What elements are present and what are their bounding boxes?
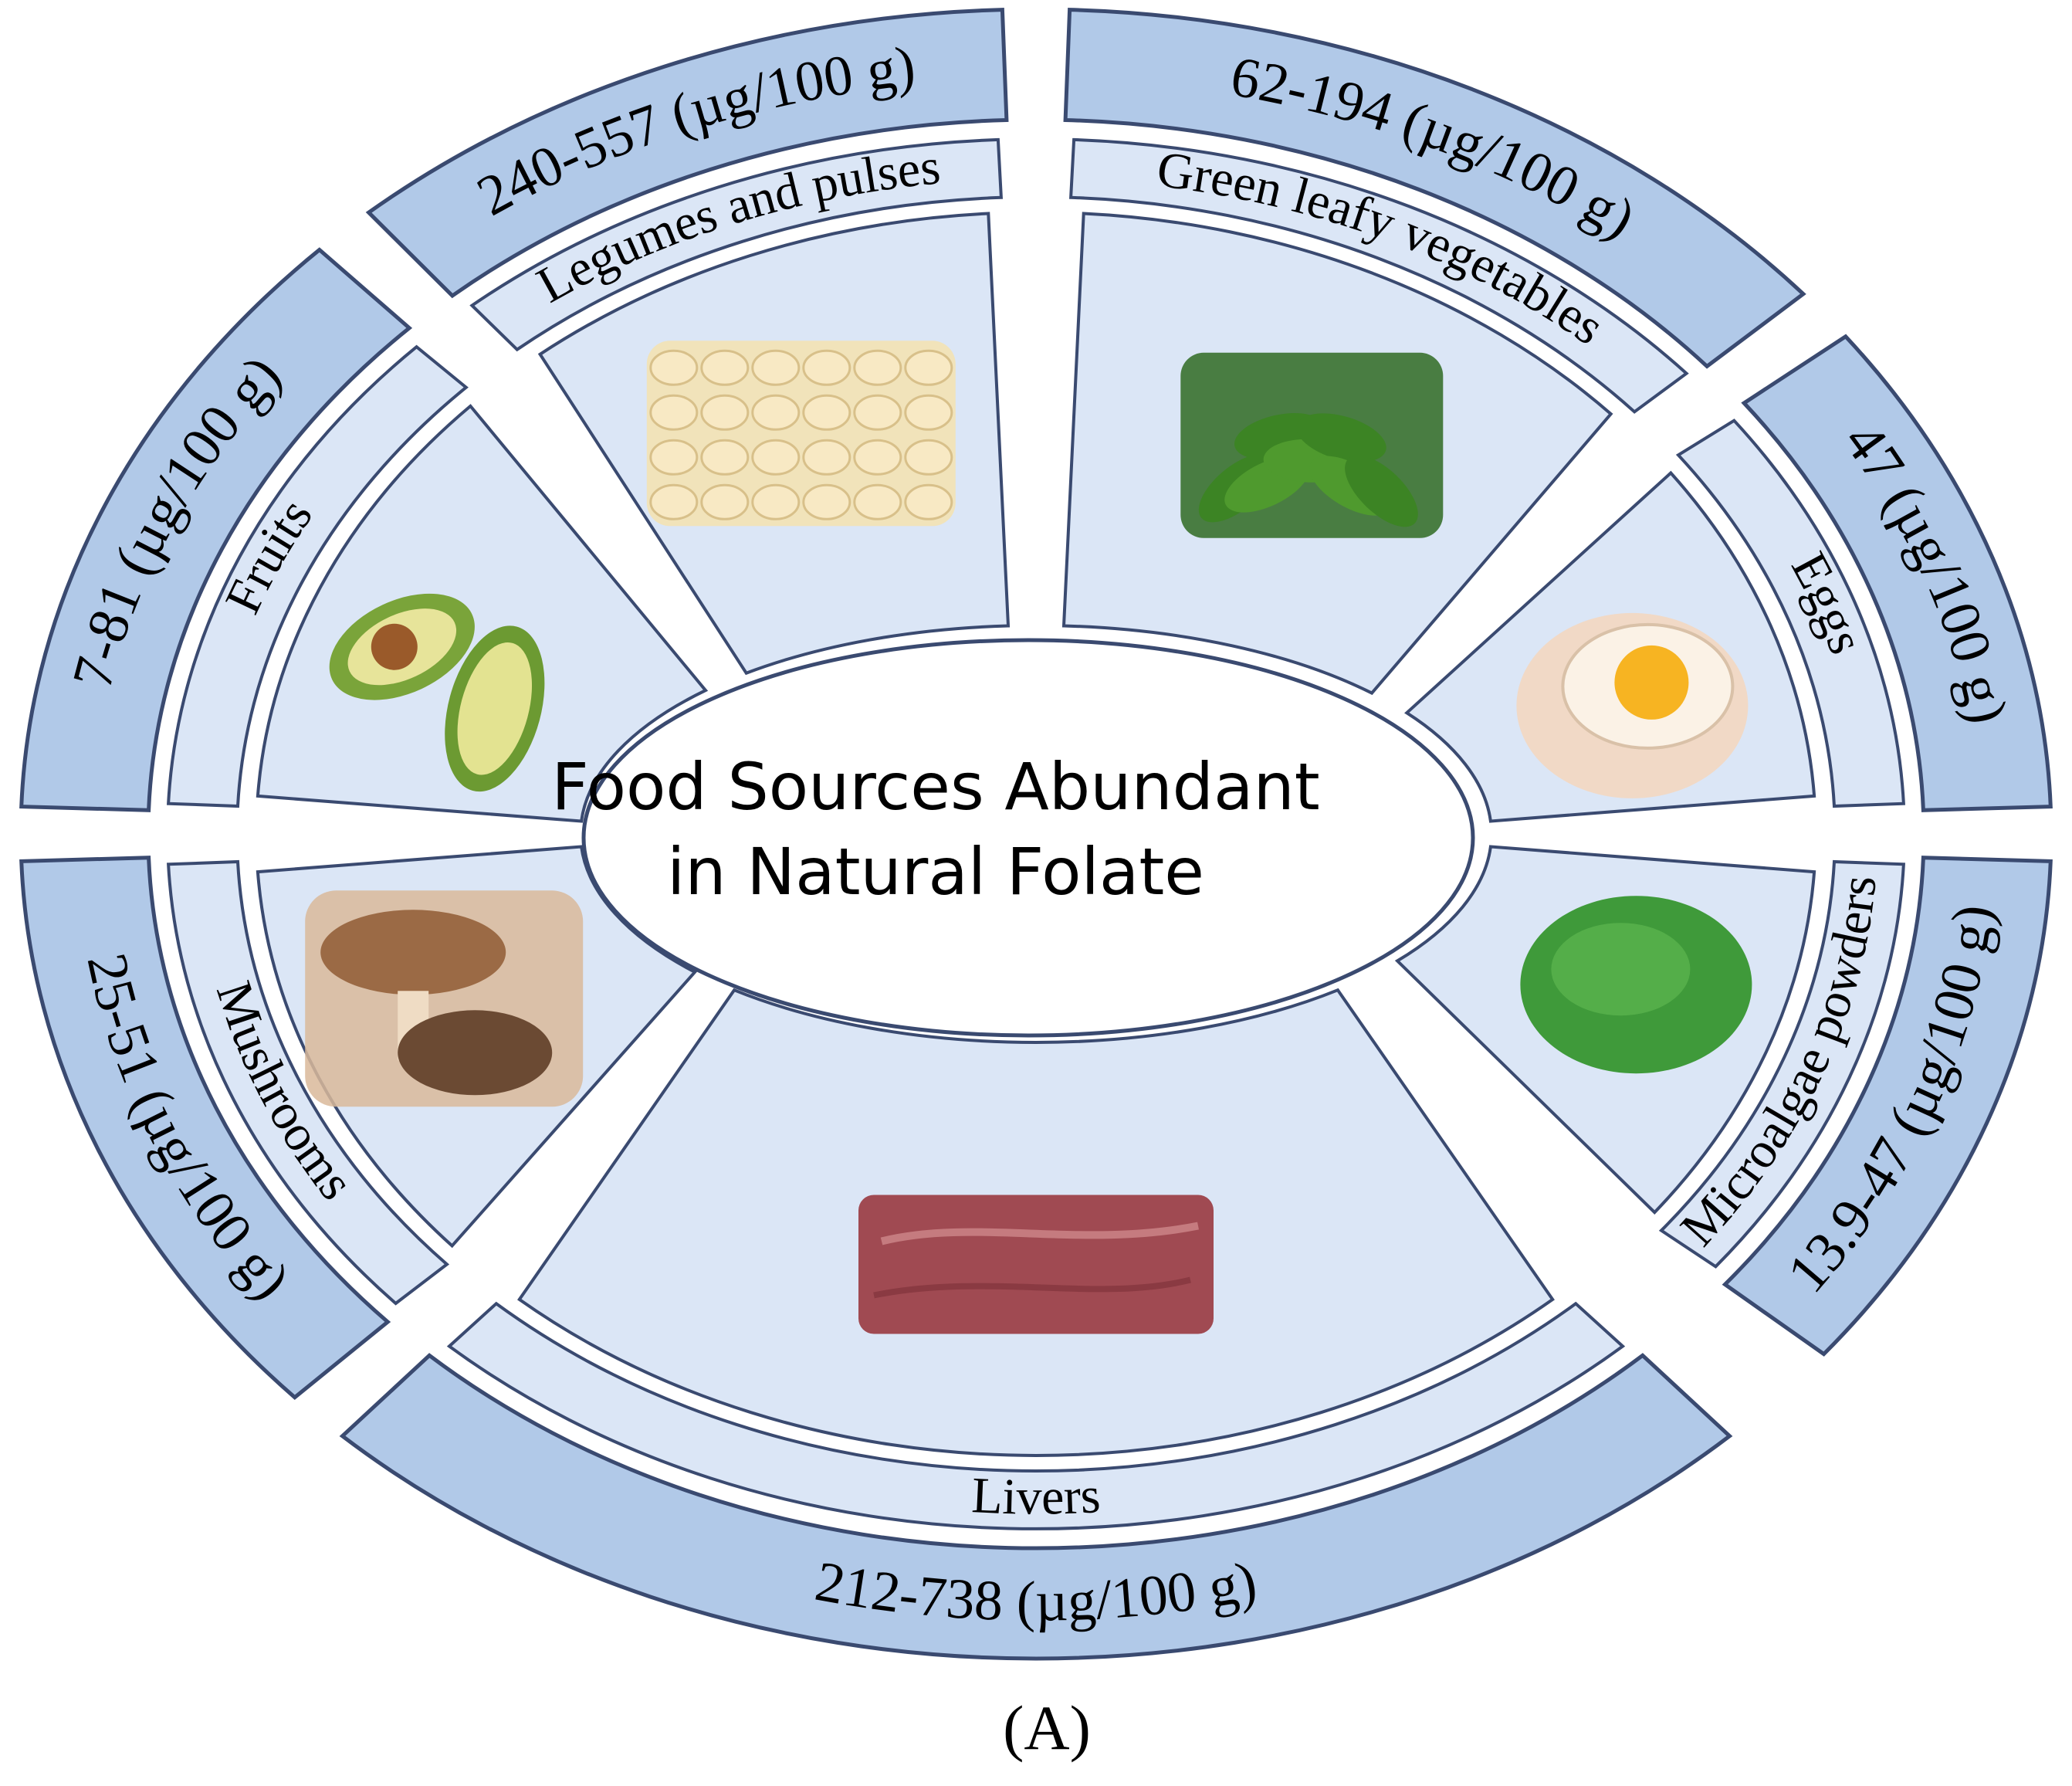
category-band-greens (1068, 137, 1689, 414)
category-band-legumes (469, 137, 1004, 352)
category-band-microalgae (1658, 859, 1906, 1269)
category-band-eggs (1675, 419, 1906, 808)
diagram-title-line-2: in Natural Folate (667, 834, 1204, 910)
egg-yolk-photo-icon (1516, 612, 1749, 798)
category-band-livers (446, 1301, 1626, 1530)
amount-band-greens (1063, 8, 1806, 369)
photo-sector-fruits (256, 404, 709, 823)
liver-photo-icon (858, 1195, 1214, 1334)
figure-caption: (A) (1003, 1693, 1091, 1763)
mushrooms-photo-icon (305, 890, 584, 1107)
amount-band-microalgae (1722, 856, 2053, 1357)
white-beans-photo-icon (646, 341, 956, 527)
food-photos (305, 341, 1752, 1334)
avocado-photo-icon (329, 593, 545, 792)
spinach-photo-icon (1180, 352, 1444, 538)
category-band-fruits (166, 344, 469, 808)
diagram-title-line-1: Food Sources Abundant (551, 749, 1319, 825)
center-ellipse (581, 638, 1475, 1038)
amount-band-mushrooms (19, 856, 391, 1400)
amount-band-fruits (19, 247, 413, 812)
ring-segments (19, 8, 2053, 1661)
amount-band-eggs (1741, 334, 2053, 812)
amount-band-livers (339, 1353, 1733, 1661)
green-powder-photo-icon (1520, 896, 1752, 1074)
category-band-mushrooms (166, 859, 450, 1306)
category-label-livers: Livers (970, 1467, 1102, 1526)
amount-band-legumes (365, 8, 1009, 299)
